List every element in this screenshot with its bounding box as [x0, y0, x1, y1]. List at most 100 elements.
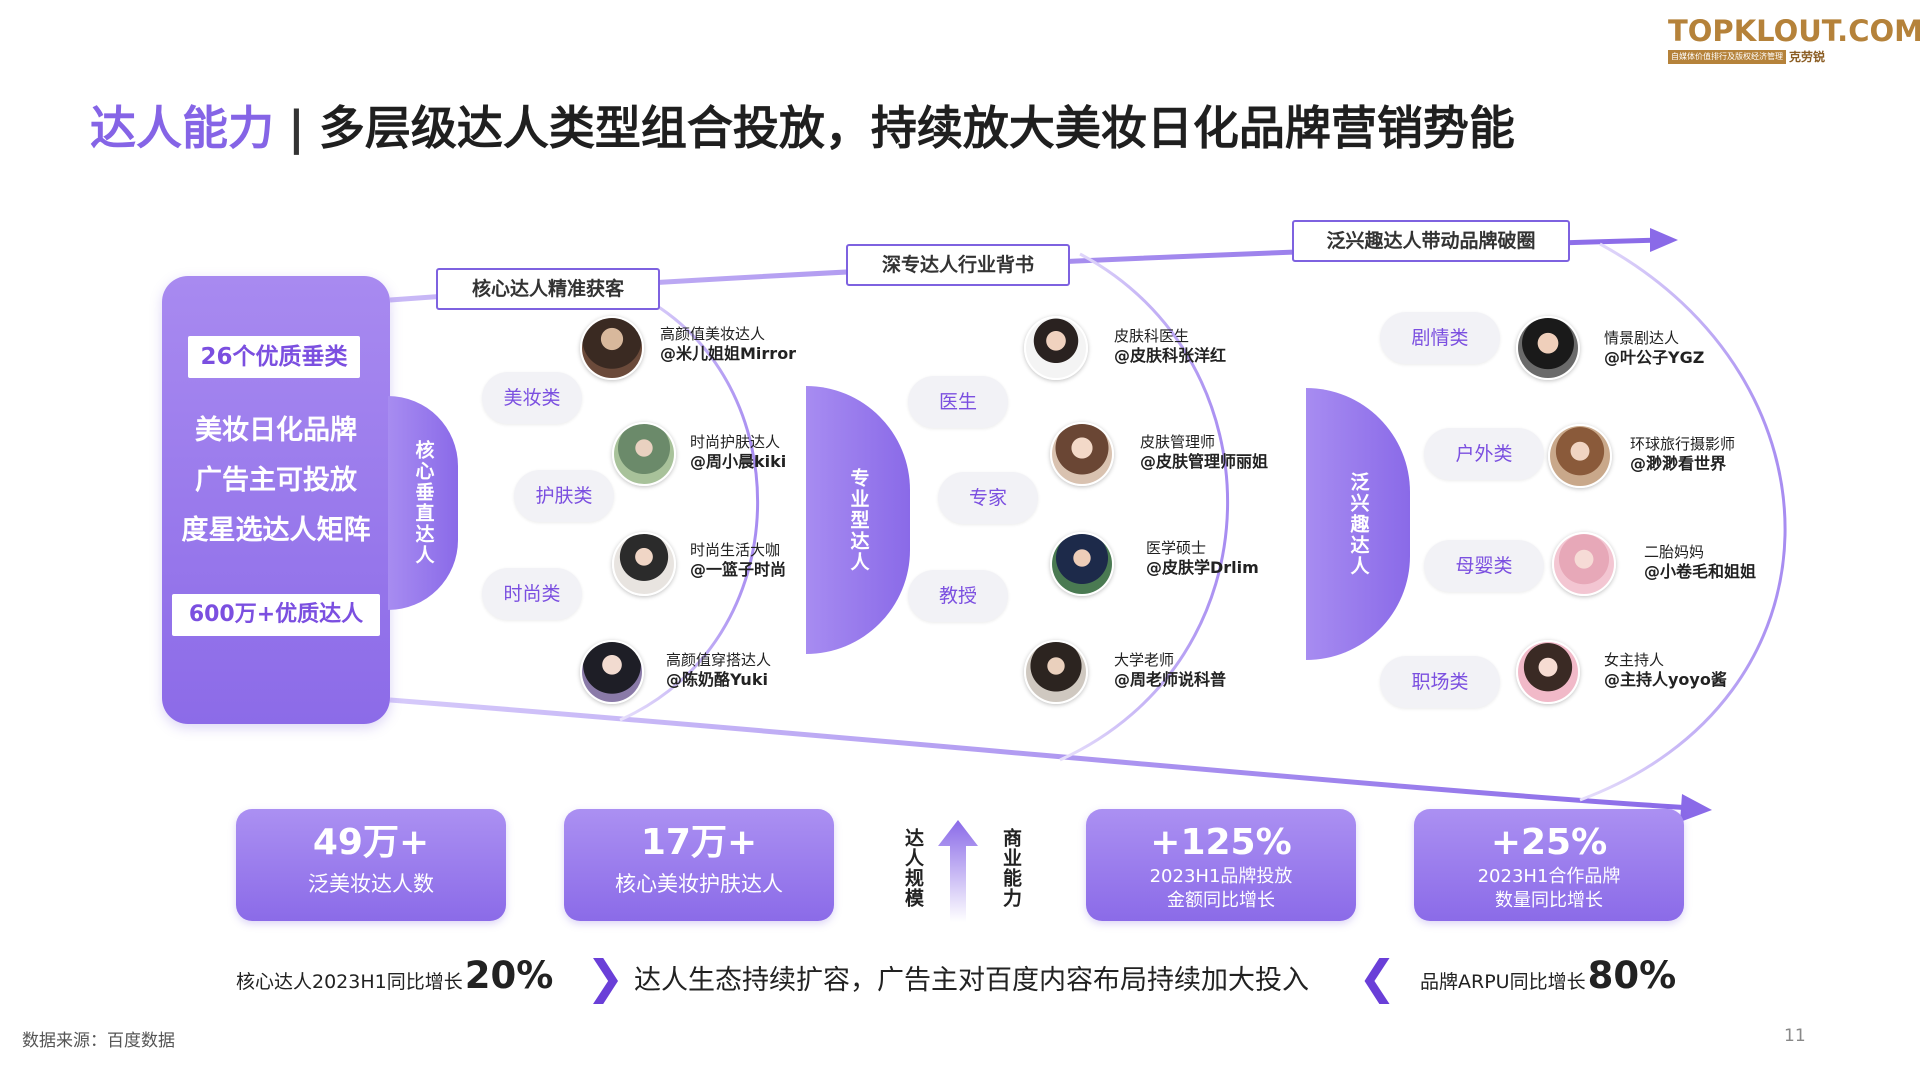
general-layer-arc — [1579, 242, 1787, 802]
influencer-role: 时尚护肤达人 — [690, 433, 781, 451]
category-pill: 护肤类 — [514, 470, 614, 522]
stat-value: 49万+ — [312, 822, 430, 863]
influencer-card: 高颜值穿搭达人 @陈奶酪Yuki — [666, 650, 771, 690]
data-source: 数据来源：百度数据 — [22, 1031, 175, 1051]
influencer-card: 皮肤科医生 @皮肤科张洋红 — [1114, 326, 1226, 366]
influencer-handle: @皮肤管理师丽姐 — [1140, 452, 1269, 471]
stat-card: 49万+ 泛美妆达人数 — [236, 809, 506, 921]
stat-label-line: 2023H1合作品牌 — [1477, 866, 1621, 887]
influencer-handle: @米儿姐姐Mirror — [660, 344, 797, 363]
influencer-card: 环球旅行摄影师 @渺渺看世界 — [1630, 434, 1735, 474]
influencer-role: 时尚生活大咖 — [690, 541, 781, 559]
title-separator: | — [288, 101, 305, 155]
stat-label-line: 2023H1品牌投放 — [1149, 866, 1293, 887]
stat-label-line: 金额同比增长 — [1167, 890, 1275, 911]
core-layer-arc — [619, 294, 759, 722]
arpu-growth-value: 80% — [1587, 954, 1677, 997]
influencer-handle: @皮肤科张洋红 — [1114, 346, 1227, 365]
business-axis-label: 商业能力 — [1000, 828, 1022, 908]
influencer-role: 高颜值美妆达人 — [660, 325, 766, 343]
stat-value: 17万+ — [640, 822, 758, 863]
influencer-handle: @周小晨kiki — [690, 452, 787, 471]
influencer-role: 大学老师 — [1114, 651, 1175, 669]
influencer-card: 时尚护肤达人 @周小晨kiki — [690, 432, 786, 472]
influencer-card: 医学硕士 @皮肤学Drlim — [1146, 538, 1259, 578]
influencer-role: 二胎妈妈 — [1644, 543, 1705, 561]
influencer-role: 皮肤管理师 — [1140, 433, 1216, 451]
core-growth-note: 核心达人2023H1同比增长20% — [236, 954, 553, 997]
category-pill: 专家 — [938, 472, 1038, 524]
influencer-avatar — [612, 422, 676, 486]
influencer-handle: @陈奶酪Yuki — [666, 670, 768, 689]
panel-line: 广告主可投放 — [195, 465, 357, 496]
stat-value: +25% — [1490, 822, 1608, 863]
influencer-avatar — [1050, 532, 1114, 596]
influencer-avatar — [1552, 532, 1616, 596]
influencer-handle: @渺渺看世界 — [1630, 454, 1727, 473]
expert-layer-badge: 专业型达人 — [806, 386, 910, 654]
arpu-growth-text: 品牌ARPU同比增长 — [1420, 971, 1586, 993]
influencer-card: 时尚生活大咖 @一篮子时尚 — [690, 540, 786, 580]
influencer-role: 环球旅行摄影师 — [1630, 435, 1736, 453]
influencer-card: 女主持人 @主持人yoyo酱 — [1604, 650, 1727, 690]
arpu-growth-note: 品牌ARPU同比增长80% — [1420, 954, 1676, 997]
influencer-count-tag: 600万+优质达人 — [172, 594, 380, 636]
general-layer-label: 泛兴趣达人带动品牌破圈 — [1292, 220, 1570, 262]
influencer-handle: @主持人yoyo酱 — [1604, 670, 1727, 689]
influencer-role: 医学硕士 — [1146, 539, 1207, 557]
influencer-card: 二胎妈妈 @小卷毛和姐姐 — [1644, 542, 1756, 582]
expert-layer-arc — [1059, 252, 1229, 762]
chevron-left-icon: ❮ — [1358, 950, 1397, 1004]
category-pill: 母婴类 — [1424, 540, 1544, 592]
brand-logo: TOPKLOUT.COM 自媒体价值排行及版权经济管理 克劳锐 — [1668, 14, 1920, 68]
vertical-count-tag: 26个优质垂类 — [188, 336, 360, 378]
expert-layer-label: 深专达人行业背书 — [846, 244, 1070, 286]
influencer-handle: @皮肤学Drlim — [1146, 558, 1259, 577]
category-pill: 美妆类 — [482, 372, 582, 424]
logo-tagline: 自媒体价值排行及版权经济管理 — [1668, 49, 1786, 64]
scale-axis-label: 达人规模 — [902, 828, 924, 908]
chevron-right-icon: ❯ — [586, 950, 625, 1004]
page-title: 达人能力|多层级达人类型组合投放，持续放大美妆日化品牌营销势能 — [90, 92, 1515, 158]
stat-label: 泛美妆达人数 — [308, 872, 434, 896]
influencer-handle: @小卷毛和姐姐 — [1644, 562, 1757, 581]
influencer-card: 皮肤管理师 @皮肤管理师丽姐 — [1140, 432, 1268, 472]
influencer-avatar — [1516, 640, 1580, 704]
category-pill: 剧情类 — [1380, 312, 1500, 364]
influencer-role: 皮肤科医生 — [1114, 327, 1190, 345]
panel-lines: 美妆日化品牌 广告主可投放 度星选达人矩阵 — [162, 406, 390, 556]
general-layer-badge: 泛兴趣达人 — [1306, 388, 1410, 660]
stat-label-line: 数量同比增长 — [1495, 890, 1603, 911]
influencer-role: 情景剧达人 — [1604, 329, 1680, 347]
influencer-avatar — [1548, 424, 1612, 488]
stat-card: 17万+ 核心美妆护肤达人 — [564, 809, 834, 921]
stat-card: +25% 2023H1合作品牌 数量同比增长 — [1414, 809, 1684, 921]
stat-label: 核心美妆护肤达人 — [615, 872, 783, 896]
core-layer-name: 核心垂直达人 — [412, 440, 435, 566]
page-number: 11 — [1784, 1026, 1806, 1046]
influencer-avatar — [580, 316, 644, 380]
brand-matrix-panel: 26个优质垂类 美妆日化品牌 广告主可投放 度星选达人矩阵 600万+优质达人 — [162, 276, 390, 724]
influencer-card: 情景剧达人 @叶公子YGZ — [1604, 328, 1704, 368]
bottom-arrow-head — [1680, 794, 1712, 822]
influencer-avatar — [1050, 422, 1114, 486]
influencer-card: 大学老师 @周老师说科普 — [1114, 650, 1226, 690]
category-pill: 职场类 — [1380, 656, 1500, 708]
ecosystem-summary: 达人生态持续扩容，广告主对百度内容布局持续加大投入 — [634, 965, 1309, 996]
core-layer-badge: 核心垂直达人 — [388, 396, 458, 610]
title-text: 多层级达人类型组合投放，持续放大美妆日化品牌营销势能 — [318, 101, 1515, 155]
influencer-avatar — [580, 640, 644, 704]
stat-card: +125% 2023H1品牌投放 金额同比增长 — [1086, 809, 1356, 921]
influencer-handle: @一篮子时尚 — [690, 560, 787, 579]
influencer-avatar — [1024, 316, 1088, 380]
logo-wordmark: TOPKLOUT.COM — [1668, 14, 1920, 48]
influencer-avatar — [612, 532, 676, 596]
influencer-role: 高颜值穿搭达人 — [666, 651, 772, 669]
logo-cn-name: 克劳锐 — [1789, 50, 1826, 64]
core-growth-value: 20% — [464, 954, 554, 997]
core-growth-text: 核心达人2023H1同比增长 — [236, 971, 463, 993]
bottom-growth-arrow — [389, 697, 1693, 811]
panel-line: 美妆日化品牌 — [195, 415, 357, 446]
top-arrow-head — [1650, 228, 1678, 252]
expert-layer-name: 专业型达人 — [847, 467, 870, 573]
